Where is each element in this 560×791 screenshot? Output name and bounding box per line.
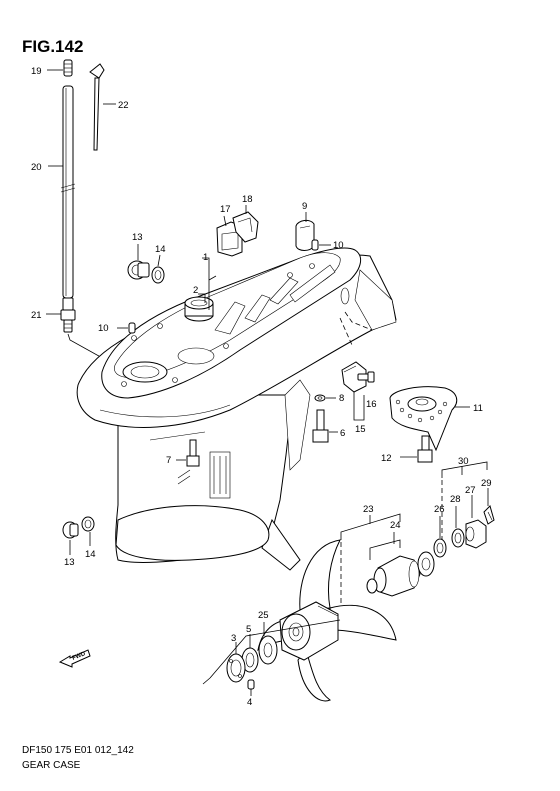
callout-22: 22 [118,100,129,111]
fwd-arrow-icon: FWD [58,649,91,668]
callout-25: 25 [258,610,269,621]
part-19-seal[interactable] [63,59,73,77]
part-11-trim-tab[interactable] [389,386,458,452]
callout-27: 27 [465,485,476,496]
callout-13-lower: 13 [64,557,75,568]
callout-18: 18 [242,194,253,205]
callout-30: 30 [458,456,469,467]
callout-1: 1 [203,252,208,263]
part-28-spacer[interactable] [451,528,465,548]
part-8-washer[interactable] [314,394,326,402]
part-6-bolt[interactable] [312,409,329,443]
figure-code: DF150 175 E01 012_142 [22,745,134,756]
propeller[interactable] [257,539,397,702]
callout-14-upper: 14 [155,244,166,255]
callout-17: 17 [220,204,231,215]
callout-23: 23 [363,504,374,515]
part-26-washer[interactable] [433,538,447,558]
part-14-gasket-upper[interactable] [151,266,165,284]
part-9-cover[interactable] [295,219,315,251]
part-12-bolt[interactable] [417,435,433,463]
part-27-prop-nut[interactable] [465,519,487,549]
part-20-water-tube[interactable] [60,85,76,299]
part-13-plug-upper[interactable] [127,260,150,280]
callout-4: 4 [247,697,252,708]
part-14-gasket-lower[interactable] [81,516,95,532]
callout-15: 15 [355,424,366,435]
callout-21: 21 [31,310,42,321]
callout-13-upper: 13 [132,232,143,243]
callout-29: 29 [481,478,492,489]
callout-10-lower: 10 [98,323,109,334]
part-10-dowel-pin-lower[interactable] [128,322,136,334]
callout-12: 12 [381,453,392,464]
part-22-cable-tie[interactable] [89,63,105,151]
part-3-spacer[interactable] [226,653,246,683]
part-25-thrust-washer[interactable] [258,635,278,665]
callout-16: 16 [366,399,377,410]
callout-26: 26 [434,504,445,515]
callout-11: 11 [473,403,483,414]
part-18-bracket[interactable] [232,211,259,243]
part-15-mount[interactable] [341,361,367,393]
callout-24: 24 [390,520,401,531]
callout-20: 20 [31,162,42,173]
callout-19: 19 [31,66,42,77]
callout-14-lower: 14 [85,549,96,560]
part-4-pin[interactable] [247,679,255,690]
part-21-tube-connector[interactable] [60,297,76,333]
part-24-bushing[interactable] [366,551,435,597]
part-10-dowel-pin-upper[interactable] [311,239,319,251]
part-7-bolt[interactable] [186,439,200,467]
callout-5: 5 [246,624,251,635]
part-16-bolt[interactable] [357,371,375,383]
part-13-plug-lower[interactable] [62,521,79,539]
figure-title: FIG.142 [22,37,83,56]
part-1-gear-case[interactable] [76,247,397,571]
callout-10-upper: 10 [333,240,344,251]
callout-28: 28 [450,494,461,505]
callout-8: 8 [339,393,344,404]
part-29-cotter-pin[interactable] [483,505,495,525]
callout-9: 9 [302,201,307,212]
figure-caption: GEAR CASE [22,760,81,771]
callout-7: 7 [166,455,171,466]
callout-3: 3 [231,633,236,644]
callout-6: 6 [340,428,345,439]
svg-text:FWD: FWD [72,651,88,662]
callout-2: 2 [193,285,198,296]
